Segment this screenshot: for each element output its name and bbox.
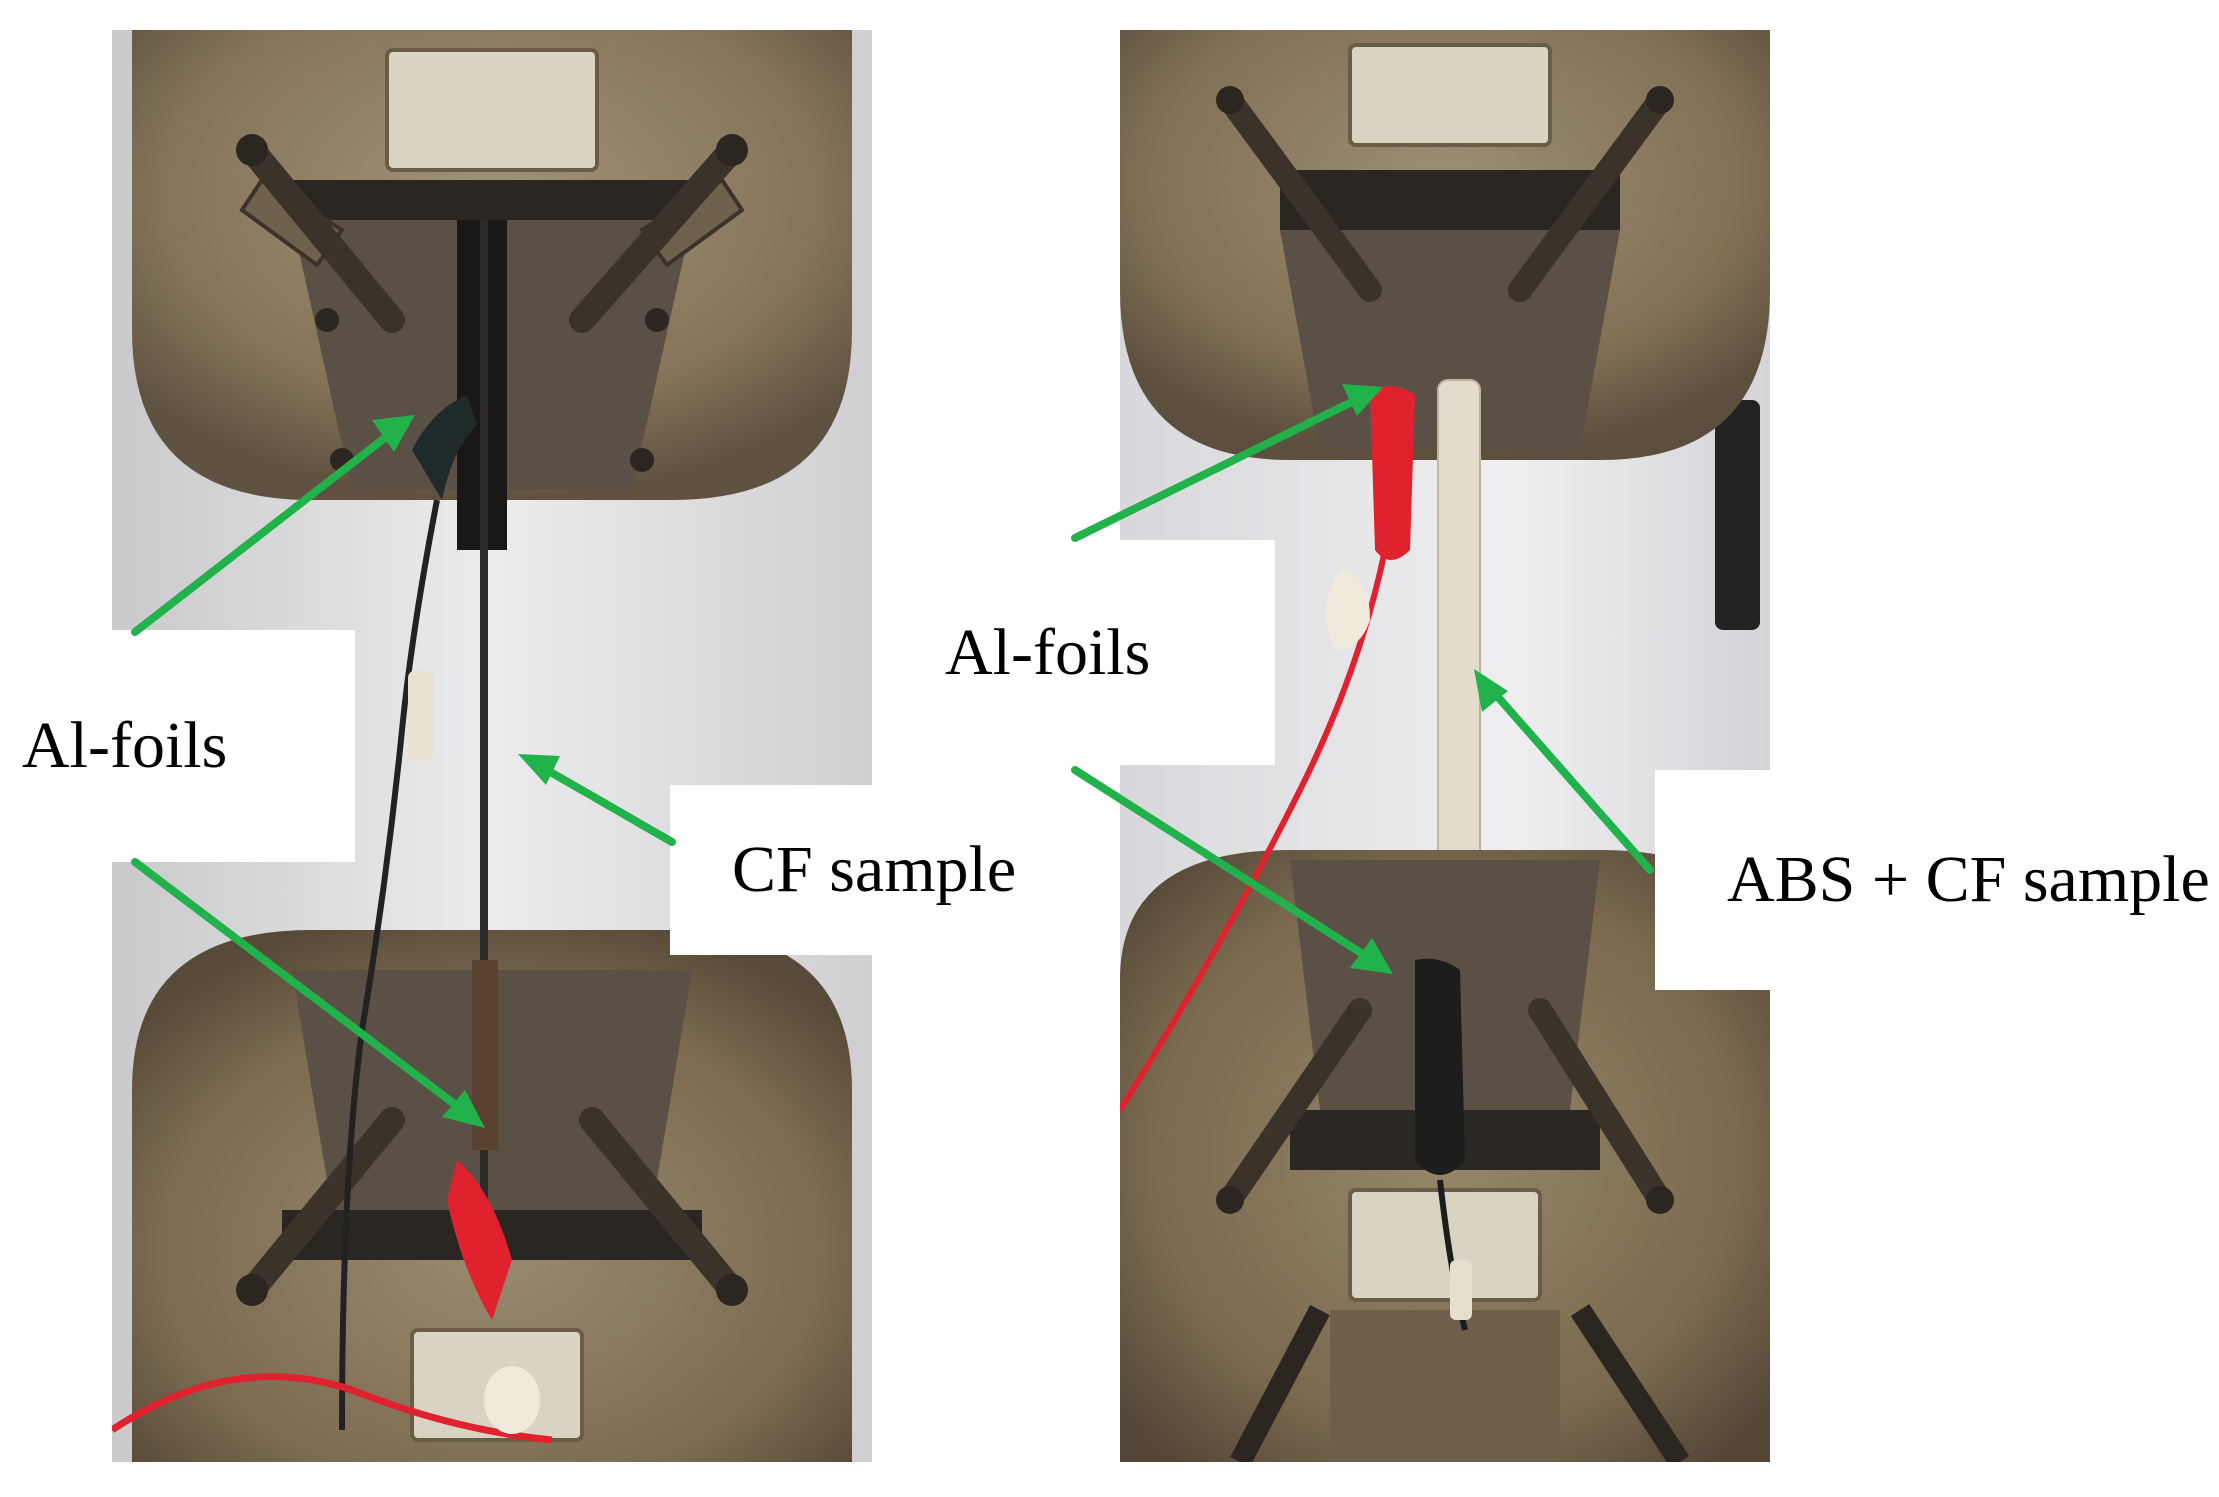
photo-cf-sample-image: [112, 30, 872, 1462]
label-cf-sample: CF sample: [670, 785, 1072, 955]
label-al-foils-right-text: Al-foils: [945, 615, 1151, 689]
label-al-foils-right: Al-foils: [945, 540, 1275, 765]
label-abs-cf-sample-text: ABS + CF sample: [1727, 843, 2210, 916]
label-al-foils-left-text: Al-foils: [22, 709, 228, 782]
photo-cf-sample-setup: [112, 30, 872, 1462]
label-abs-cf-sample: ABS + CF sample: [1655, 770, 2219, 990]
label-al-foils-left: Al-foils: [0, 630, 355, 862]
label-cf-sample-text: CF sample: [732, 833, 1017, 906]
